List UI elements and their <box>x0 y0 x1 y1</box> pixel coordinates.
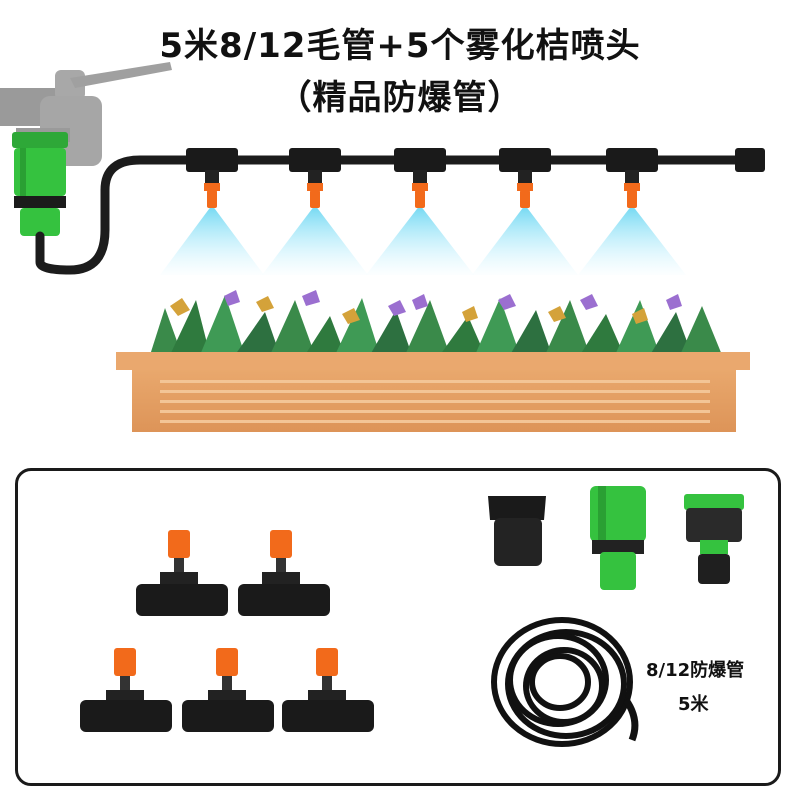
nozzle-assembly-1 <box>160 148 264 275</box>
tee-connector-icon <box>136 530 228 616</box>
end-plug-icon <box>488 496 546 566</box>
end-plug-icon <box>735 148 765 172</box>
hose-coil-icon <box>491 617 639 747</box>
nozzle-assembly-5 <box>578 148 686 275</box>
product-subtitle: （精品防爆管） <box>277 78 523 118</box>
planter-box <box>116 352 750 432</box>
kit-contents-panel <box>15 468 781 786</box>
tee-connector-icon <box>238 530 330 616</box>
tee-connector-icon <box>80 648 172 732</box>
main-pipe <box>35 155 750 275</box>
nozzle-assembly-2 <box>262 148 368 275</box>
tee-connector-icon <box>282 648 374 732</box>
plants <box>150 290 722 355</box>
product-title: 5米8/12毛管+5个雾化桔喷头 <box>159 26 641 66</box>
hose-length-label: 5米 <box>678 694 709 715</box>
tee-connector-icon <box>182 648 274 732</box>
quick-connector-icon <box>590 486 646 590</box>
tap-adapter-icon <box>684 494 744 584</box>
nozzle-assembly-3 <box>366 148 474 275</box>
hose-spec-label: 8/12防爆管 <box>646 660 745 681</box>
nozzle-assembly-4 <box>472 148 578 275</box>
faucet-connector-icon <box>12 132 68 236</box>
